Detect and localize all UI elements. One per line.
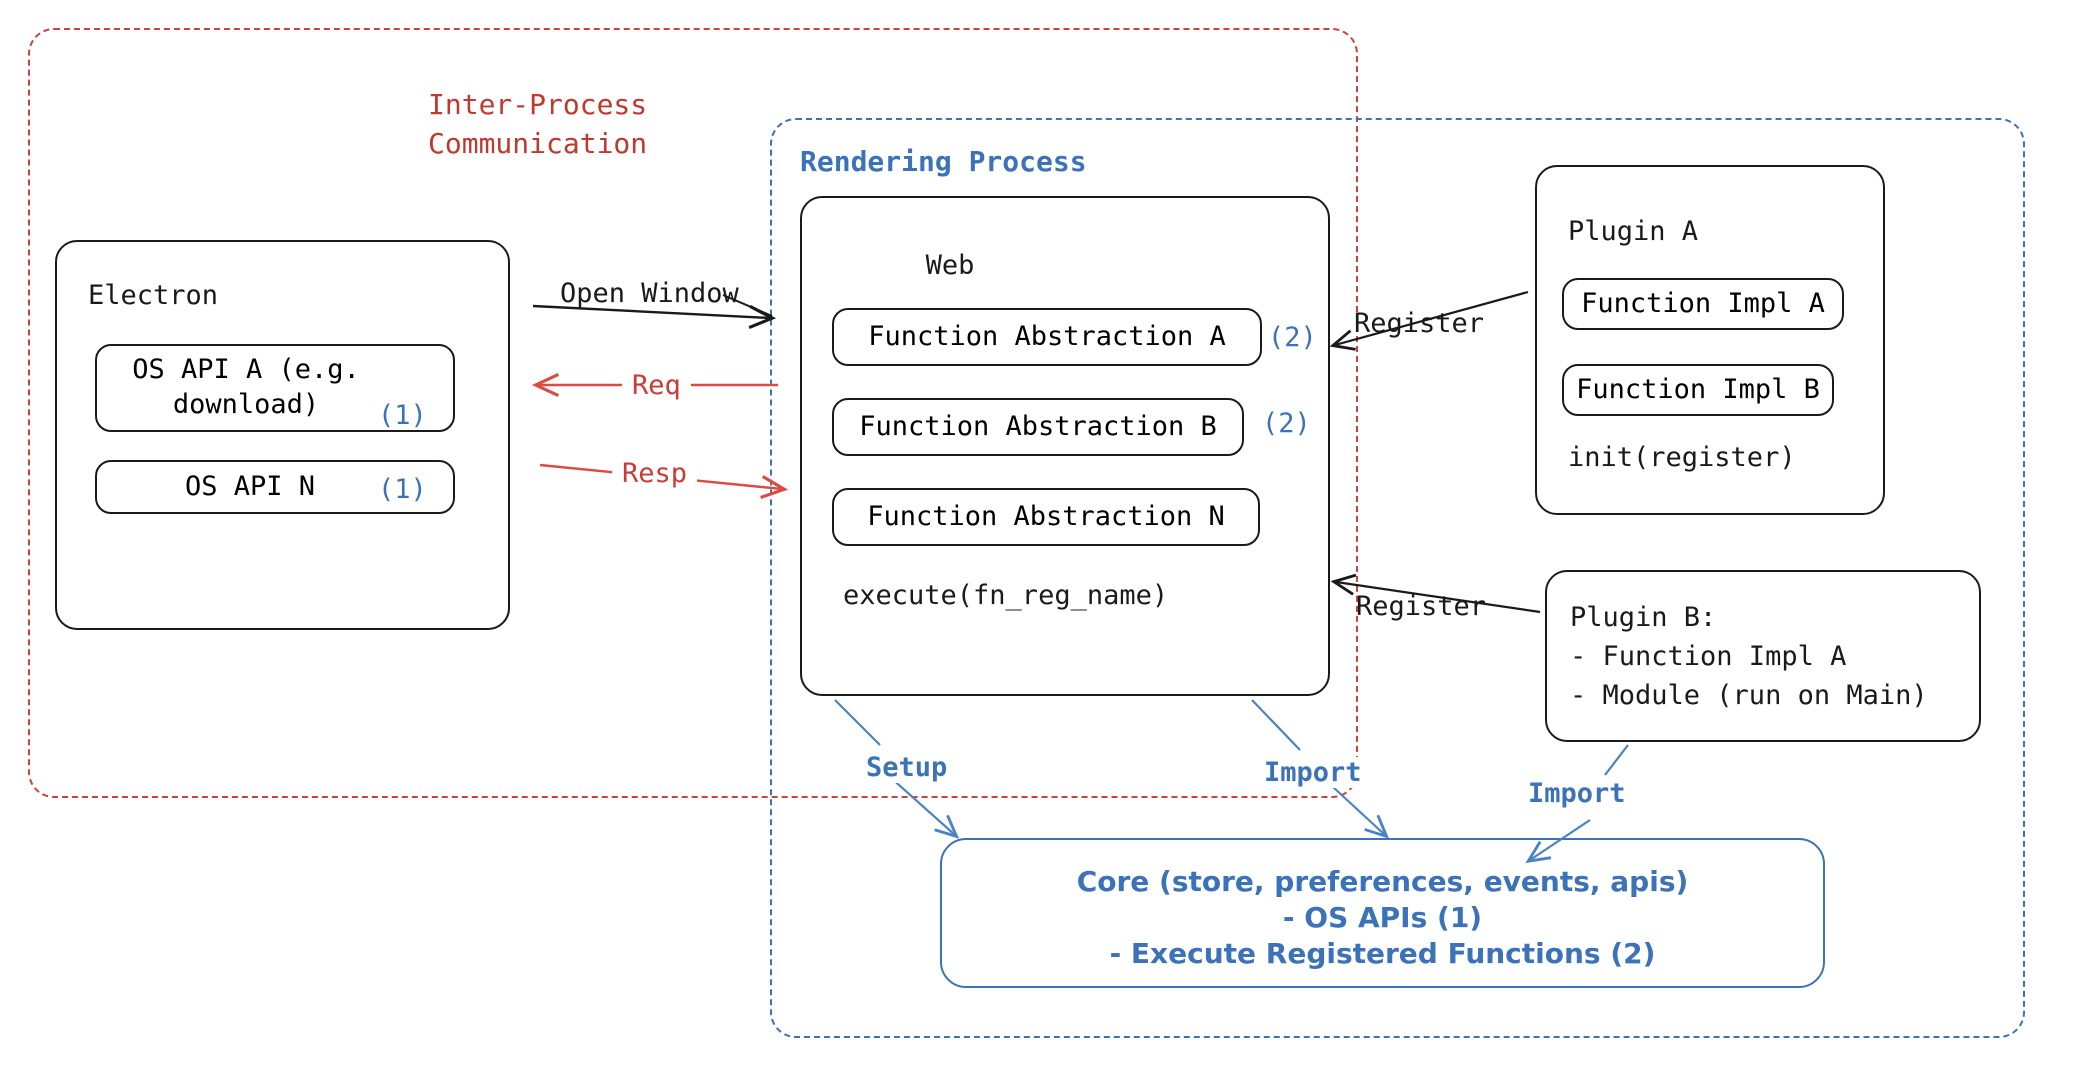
plugin-a-function-impl-a-label: Function Impl A xyxy=(1581,287,1825,319)
function-abstraction-b-label: Function Abstraction B xyxy=(859,410,1217,442)
plugin-a-title: Plugin A xyxy=(1568,216,1699,247)
os-api-a-marker: (1) xyxy=(378,400,427,431)
os-api-a-label: OS API A (e.g. download) xyxy=(132,354,360,420)
plugin-b-box[interactable] xyxy=(1545,570,1981,742)
plugin-a-function-impl-a-box[interactable]: Function Impl A xyxy=(1562,278,1844,330)
function-abstraction-b-marker: (2) xyxy=(1262,408,1311,439)
edge-label-resp: Resp xyxy=(612,458,698,489)
edge-label-register-plugin-a: Register xyxy=(1354,308,1485,339)
plugin-a-function-impl-b-box[interactable]: Function Impl B xyxy=(1562,364,1834,416)
plugin-b-text: Plugin B: - Function Impl A - Module (ru… xyxy=(1570,602,1928,712)
electron-box[interactable] xyxy=(55,240,510,630)
core-box[interactable] xyxy=(940,838,1825,988)
group-inter-process-communication xyxy=(28,28,1358,798)
os-api-n-marker: (1) xyxy=(378,474,427,505)
function-abstraction-n-label: Function Abstraction N xyxy=(867,500,1225,532)
edge-label-register-plugin-b: Register xyxy=(1356,591,1487,622)
plugin-a-function-impl-b-label: Function Impl B xyxy=(1576,373,1820,405)
web-title: Web xyxy=(925,249,975,281)
edge-label-req: Req xyxy=(622,370,691,401)
os-api-a-box[interactable]: OS API A (e.g. download) xyxy=(95,344,455,432)
group-label-inter-process-communication: Inter-Process Communication xyxy=(428,88,648,161)
function-abstraction-n-box[interactable]: Function Abstraction N xyxy=(832,488,1260,546)
group-label-rendering-process: Rendering Process xyxy=(800,145,1087,178)
edge-label-import-plugin-b: Import xyxy=(1522,778,1632,809)
plugin-a-box[interactable] xyxy=(1535,165,1885,515)
core-line-2: - OS APIs (1) xyxy=(1282,901,1483,934)
function-abstraction-a-marker: (2) xyxy=(1268,322,1317,353)
edge-label-setup: Setup xyxy=(860,752,954,783)
core-line-1: Core (store, preferences, events, apis) xyxy=(1076,865,1689,898)
group-rendering-process xyxy=(770,118,2025,1038)
web-execute-label: execute(fn_reg_name) xyxy=(843,580,1169,611)
os-api-n-box[interactable]: OS API N xyxy=(95,460,455,514)
edge-label-import-web: Import xyxy=(1258,757,1368,788)
plugin-a-init-label: init(register) xyxy=(1568,442,1796,473)
function-abstraction-b-box[interactable]: Function Abstraction B xyxy=(832,398,1244,456)
electron-title: Electron xyxy=(88,280,219,311)
edge-label-open-window: Open Window xyxy=(560,278,739,309)
core-line-3: - Execute Registered Functions (2) xyxy=(1109,937,1656,970)
function-abstraction-a-label: Function Abstraction A xyxy=(868,320,1226,352)
function-abstraction-a-box[interactable]: Function Abstraction A xyxy=(832,308,1262,366)
os-api-n-label: OS API N xyxy=(184,470,316,502)
